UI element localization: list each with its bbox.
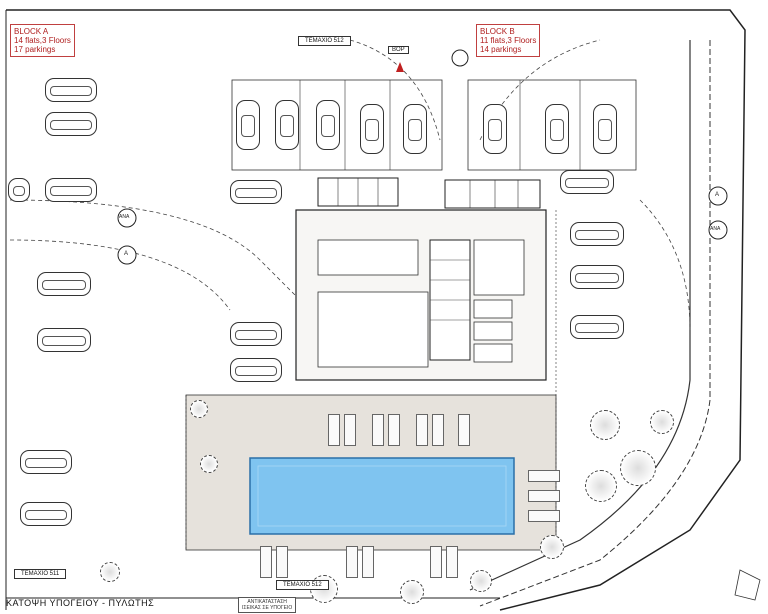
sun-lounger bbox=[432, 414, 444, 446]
parked-car bbox=[20, 450, 72, 474]
sun-lounger bbox=[446, 546, 458, 578]
tree bbox=[650, 410, 674, 434]
sun-lounger bbox=[528, 510, 560, 522]
north-label: ΒΟΡ bbox=[388, 46, 409, 54]
block-b-flats: 11 flats,3 Floors bbox=[480, 36, 537, 45]
parked-car bbox=[570, 265, 624, 289]
parked-car bbox=[45, 78, 97, 102]
block-a-parkings: 17 parkings bbox=[14, 45, 56, 54]
parked-car bbox=[20, 502, 72, 526]
stamp-line-1: ΑΝΤΙΚΑΤΑΣΤΑΣΗ bbox=[247, 599, 287, 605]
parked-car bbox=[593, 104, 617, 154]
block-a-name: BLOCK A bbox=[14, 27, 49, 36]
tree bbox=[100, 562, 120, 582]
plot-tag-top: ΤΕΜΑΧΙΟ 512 bbox=[298, 36, 351, 46]
sun-lounger bbox=[346, 546, 358, 578]
block-a-label: BLOCK A 14 flats,3 Floors 17 parkings bbox=[10, 24, 75, 57]
sun-lounger bbox=[344, 414, 356, 446]
parked-car bbox=[545, 104, 569, 154]
swimming-pool bbox=[249, 457, 515, 535]
parked-car bbox=[8, 178, 30, 202]
parked-car bbox=[570, 222, 624, 246]
parked-car bbox=[316, 100, 340, 150]
sun-lounger bbox=[388, 414, 400, 446]
parked-car bbox=[360, 104, 384, 154]
sun-lounger bbox=[276, 546, 288, 578]
section-marker-ava: ΑΝΑ bbox=[119, 214, 130, 220]
drawing-title: ΚΑΤΟΨΗ ΥΠΟΓΕΙΟΥ - ΠΥΛΩΤΗΣ bbox=[6, 598, 155, 608]
parked-car bbox=[236, 100, 260, 150]
block-a-flats: 14 flats,3 Floors bbox=[14, 36, 71, 45]
sun-lounger bbox=[458, 414, 470, 446]
section-marker-ava-right: ΑΝΑ bbox=[710, 226, 721, 232]
sun-lounger bbox=[528, 490, 560, 502]
stamp-line-2: ΙΣΕΙΚΑΣ ΣΕ ΥΠΟΓΕΙΟ bbox=[242, 605, 293, 611]
tree bbox=[200, 455, 218, 473]
parked-car bbox=[230, 358, 282, 382]
tree bbox=[540, 535, 564, 559]
sun-lounger bbox=[416, 414, 428, 446]
tree bbox=[470, 570, 492, 592]
tree bbox=[190, 400, 208, 418]
section-marker-a: Α bbox=[124, 251, 129, 257]
parked-car bbox=[230, 322, 282, 346]
tree bbox=[590, 410, 620, 440]
block-b-parkings: 14 parkings bbox=[480, 45, 522, 54]
tree bbox=[400, 580, 424, 604]
parked-car bbox=[37, 272, 91, 296]
block-b-label: BLOCK B 11 flats,3 Floors 14 parkings bbox=[476, 24, 541, 57]
stamp: ΑΝΤΙΚΑΤΑΣΤΑΣΗ ΙΣΕΙΚΑΣ ΣΕ ΥΠΟΓΕΙΟ bbox=[238, 597, 297, 613]
parked-car bbox=[570, 315, 624, 339]
parked-car bbox=[45, 178, 97, 202]
parked-car bbox=[403, 104, 427, 154]
sun-lounger bbox=[260, 546, 272, 578]
sun-lounger bbox=[328, 414, 340, 446]
tree bbox=[620, 450, 656, 486]
sun-lounger bbox=[528, 470, 560, 482]
sun-lounger bbox=[430, 546, 442, 578]
section-marker-a-right: Α bbox=[715, 192, 720, 198]
plot-tag-bottom-left: ΤΕΜΑΧΙΟ 511 bbox=[14, 569, 67, 579]
sun-lounger bbox=[372, 414, 384, 446]
parked-car bbox=[45, 112, 97, 136]
tree bbox=[585, 470, 617, 502]
parked-car bbox=[37, 328, 91, 352]
sun-lounger bbox=[362, 546, 374, 578]
parked-car bbox=[275, 100, 299, 150]
parked-car bbox=[230, 180, 282, 204]
parked-car bbox=[560, 170, 614, 194]
parked-car bbox=[483, 104, 507, 154]
block-b-name: BLOCK B bbox=[480, 27, 515, 36]
plot-tag-bottom-mid: ΤΕΜΑΧΙΟ 512 bbox=[276, 580, 329, 590]
